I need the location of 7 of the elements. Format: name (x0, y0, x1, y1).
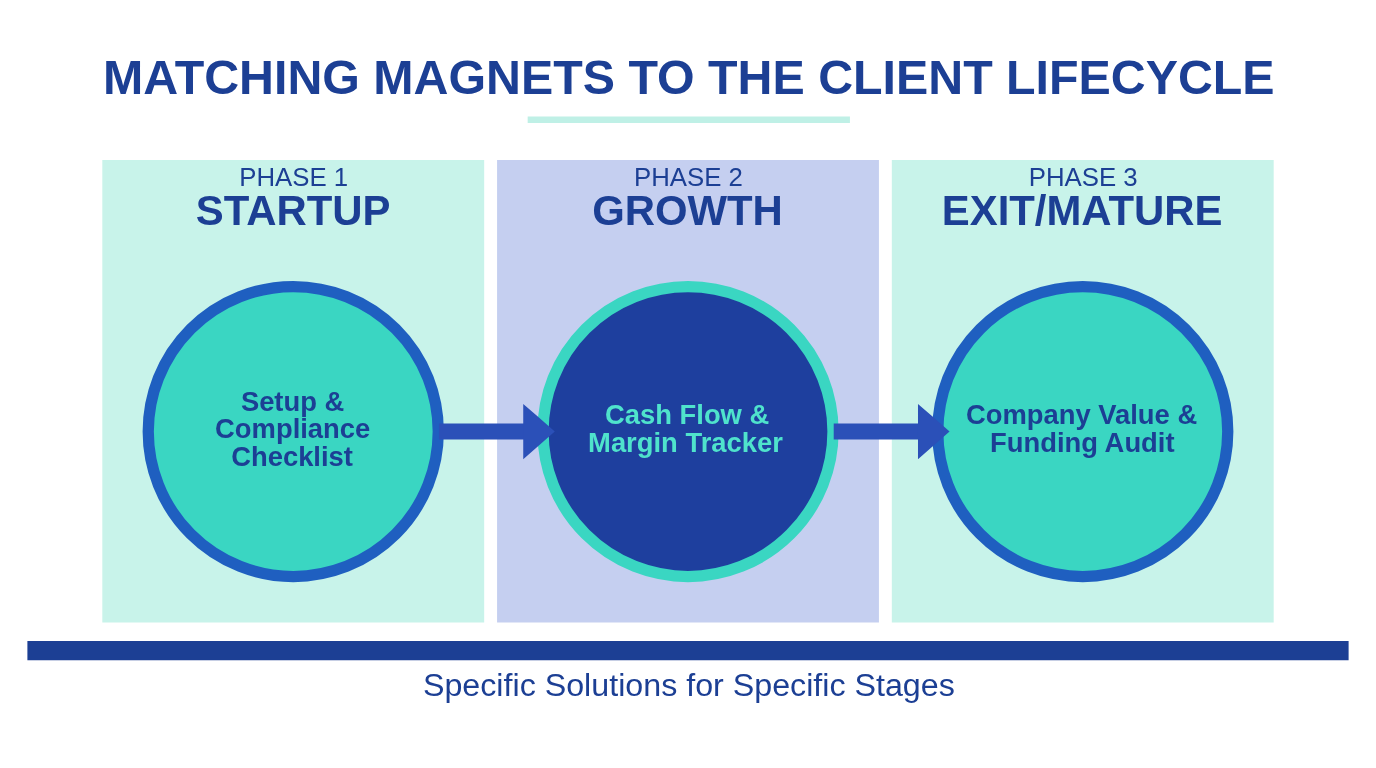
diagram-title: MATCHING MAGNETS TO THE CLIENT LIFECYCLE (103, 49, 1275, 104)
arrow (438, 403, 555, 460)
node-circle: Company Value & Funding Audit (932, 280, 1234, 583)
node-circle: Setup & Compliance Checklist (142, 280, 444, 583)
caption: Specific Solutions for Specific Stages (422, 666, 955, 703)
node-circle: Cash Flow & Margin Tracker (537, 280, 839, 583)
arrow (833, 403, 950, 460)
